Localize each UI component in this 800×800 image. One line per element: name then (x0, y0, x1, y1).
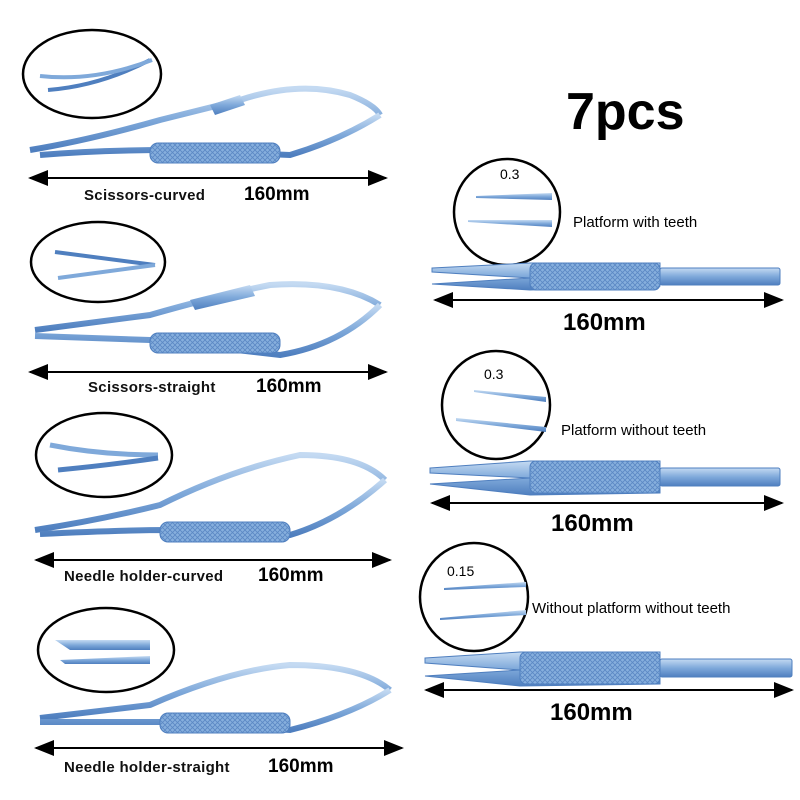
forceps-noplatform-drawing (418, 541, 794, 698)
tip-size-label: 0.3 (500, 166, 520, 182)
instrument-name: Needle holder-straight (64, 759, 230, 776)
instrument-name: Without platform without teeth (532, 600, 731, 617)
instrument-name: Scissors-straight (88, 379, 216, 396)
instrument-size: 160mm (550, 699, 633, 726)
tip-size-label: 0.3 (484, 366, 504, 382)
instrument-size: 160mm (551, 510, 634, 537)
instrument-size: 160mm (256, 376, 322, 397)
instrument-size: 160mm (268, 756, 334, 777)
instrument-name: Platform with teeth (573, 214, 698, 231)
scissors-curved-drawing (21, 28, 388, 186)
instrument-name: Needle holder-curved (64, 568, 224, 585)
tip-size-label: 0.15 (447, 563, 475, 579)
instrument-name: Scissors-curved (84, 187, 206, 204)
forceps-platform-teeth-drawing (431, 157, 784, 308)
pieces-count-title: 7pcs (566, 83, 685, 141)
zoom-circle (29, 220, 167, 304)
zoom-circle (440, 349, 552, 461)
instrument-name: Platform without teeth (561, 422, 707, 439)
zoom-circle (418, 541, 530, 653)
instrument-size: 160mm (563, 309, 646, 336)
needle-holder-curved-drawing (34, 411, 392, 568)
forceps-platform-noteeth-drawing (429, 349, 784, 511)
instrument-size: 160mm (244, 184, 310, 205)
scissors-straight-drawing (28, 220, 388, 380)
instrument-size: 160mm (258, 565, 324, 586)
needle-holder-straight-drawing (34, 606, 404, 756)
